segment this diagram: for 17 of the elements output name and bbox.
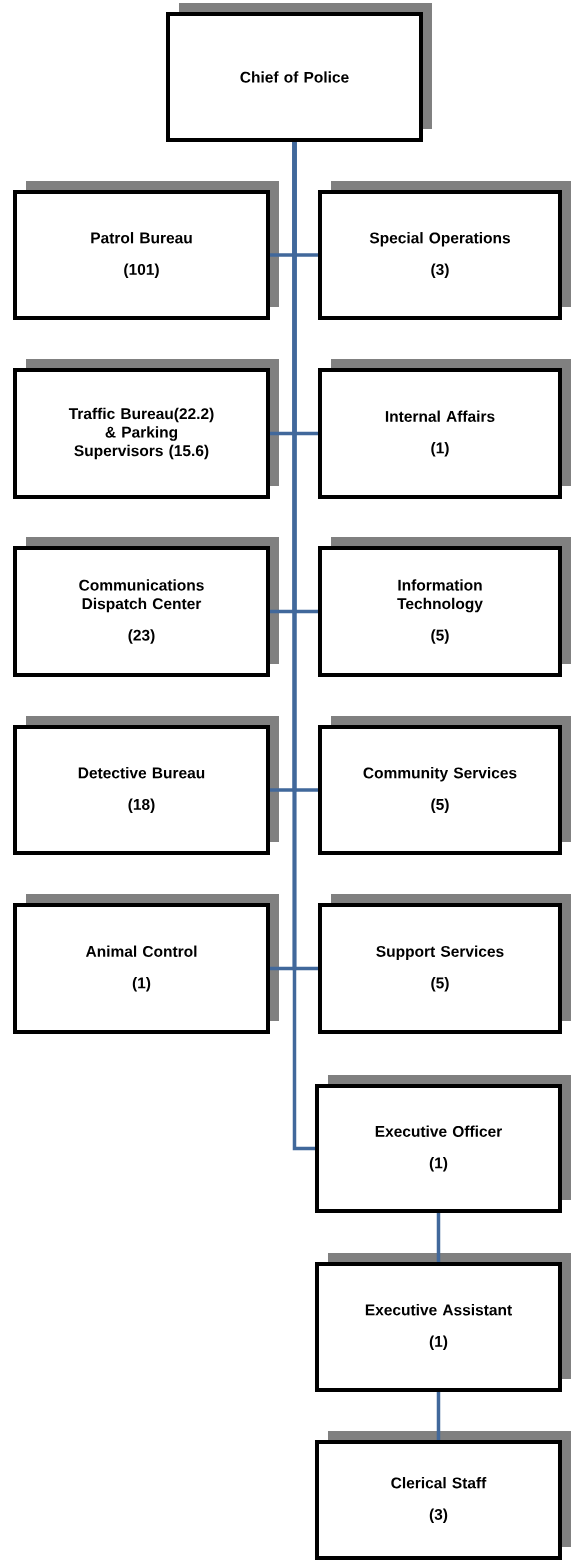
org-box: Animal Control (1)	[13, 894, 279, 1034]
org-box: Support Services (5)	[318, 894, 571, 1034]
connector-line	[436, 1392, 441, 1440]
org-box: Executive Officer (1)	[315, 1075, 571, 1213]
connector-line	[292, 142, 315, 1151]
org-box: Communications Dispatch Center (23)	[13, 537, 279, 677]
org-box: Internal Affairs (1)	[318, 359, 571, 499]
org-box: Traffic Bureau(22.2) & Parking Supervisors (15.6)	[13, 359, 279, 499]
org-box: Patrol Bureau (101)	[13, 181, 279, 320]
org-box: Detective Bureau (18)	[13, 716, 279, 855]
org-box: Information Technology (5)	[318, 537, 571, 677]
org-box: Clerical Staff (3)	[315, 1431, 571, 1560]
org-box: Chief of Police	[166, 3, 432, 142]
org-box: Community Services (5)	[318, 716, 571, 855]
org-box: Special Operations (3)	[318, 181, 571, 320]
connector-line	[436, 1213, 441, 1262]
org-box: Executive Assistant (1)	[315, 1253, 571, 1392]
